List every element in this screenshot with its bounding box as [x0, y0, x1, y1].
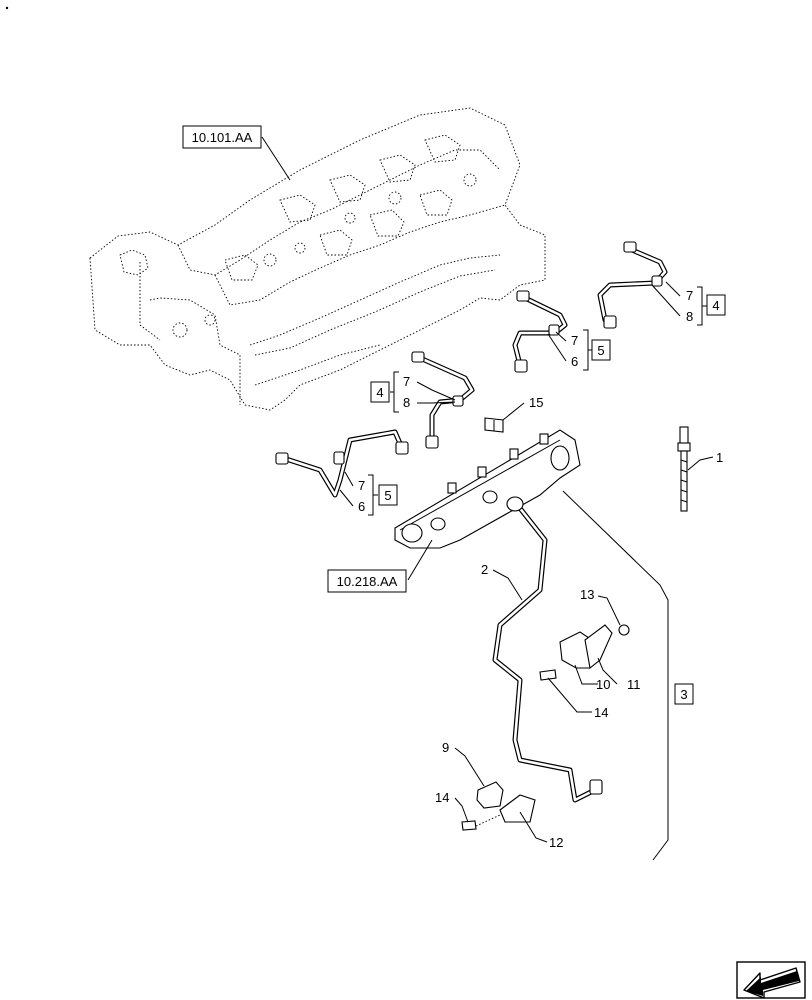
callout-5-lower: 5 [384, 488, 391, 503]
callout-7-lower-left: 7 [358, 478, 365, 493]
injection-pipe-middle-right [512, 290, 568, 373]
callout-4-left: 4 [376, 385, 383, 400]
clamp-assembly-upper [539, 624, 630, 681]
cylinder-head-outline [89, 107, 546, 411]
callout-9: 9 [442, 740, 449, 755]
callout-4-upper: 4 [712, 298, 719, 313]
callout-7-middle-right: 7 [571, 333, 578, 348]
box-callout-5-middle: 5 [591, 339, 611, 361]
callout-8-upper-right: 8 [686, 309, 693, 324]
pressure-pipe-2 [492, 496, 603, 803]
callout-12: 12 [549, 835, 563, 850]
callout-1: 1 [716, 450, 723, 465]
box-callout-3: 3 [674, 683, 694, 705]
stud-1 [677, 426, 691, 512]
injection-pipe-upper-right [597, 241, 668, 329]
callout-15: 15 [529, 395, 543, 410]
callout-13: 13 [580, 587, 594, 602]
next-page-arrow-icon[interactable] [736, 961, 806, 1000]
leader-lines [261, 136, 714, 861]
box-callout-4-left: 4 [370, 381, 390, 403]
ref-label-cylinder-head: 10.101.AA [192, 130, 253, 145]
grouping-brackets [368, 286, 707, 516]
callout-10: 10 [596, 677, 610, 692]
callout-11: 11 [627, 677, 641, 692]
ref-box-rail[interactable]: 10.218.AA [327, 569, 407, 593]
bolt-15 [484, 417, 504, 433]
clamp-assembly-lower [461, 781, 536, 831]
injection-pipe-lower-left [275, 429, 409, 498]
box-callout-5-lower: 5 [378, 484, 398, 506]
callout-14-lower: 14 [435, 790, 449, 805]
callout-7-upper-right: 7 [686, 288, 693, 303]
callout-3: 3 [680, 687, 687, 702]
common-rail [394, 429, 581, 549]
injection-pipe-middle-left [411, 351, 475, 449]
callout-6-middle-right: 6 [571, 354, 578, 369]
callout-14-upper: 14 [594, 705, 608, 720]
box-callout-4-upper: 4 [706, 294, 726, 316]
callout-5-middle: 5 [597, 343, 604, 358]
ref-box-cylinder-head[interactable]: 10.101.AA [182, 125, 262, 149]
callout-6-lower-left: 6 [358, 499, 365, 514]
ref-label-rail: 10.218.AA [337, 574, 398, 589]
callout-7-middle-left: 7 [403, 374, 410, 389]
corner-mark [5, 6, 9, 10]
callout-8-middle-left: 8 [403, 395, 410, 410]
callout-2: 2 [481, 562, 488, 577]
